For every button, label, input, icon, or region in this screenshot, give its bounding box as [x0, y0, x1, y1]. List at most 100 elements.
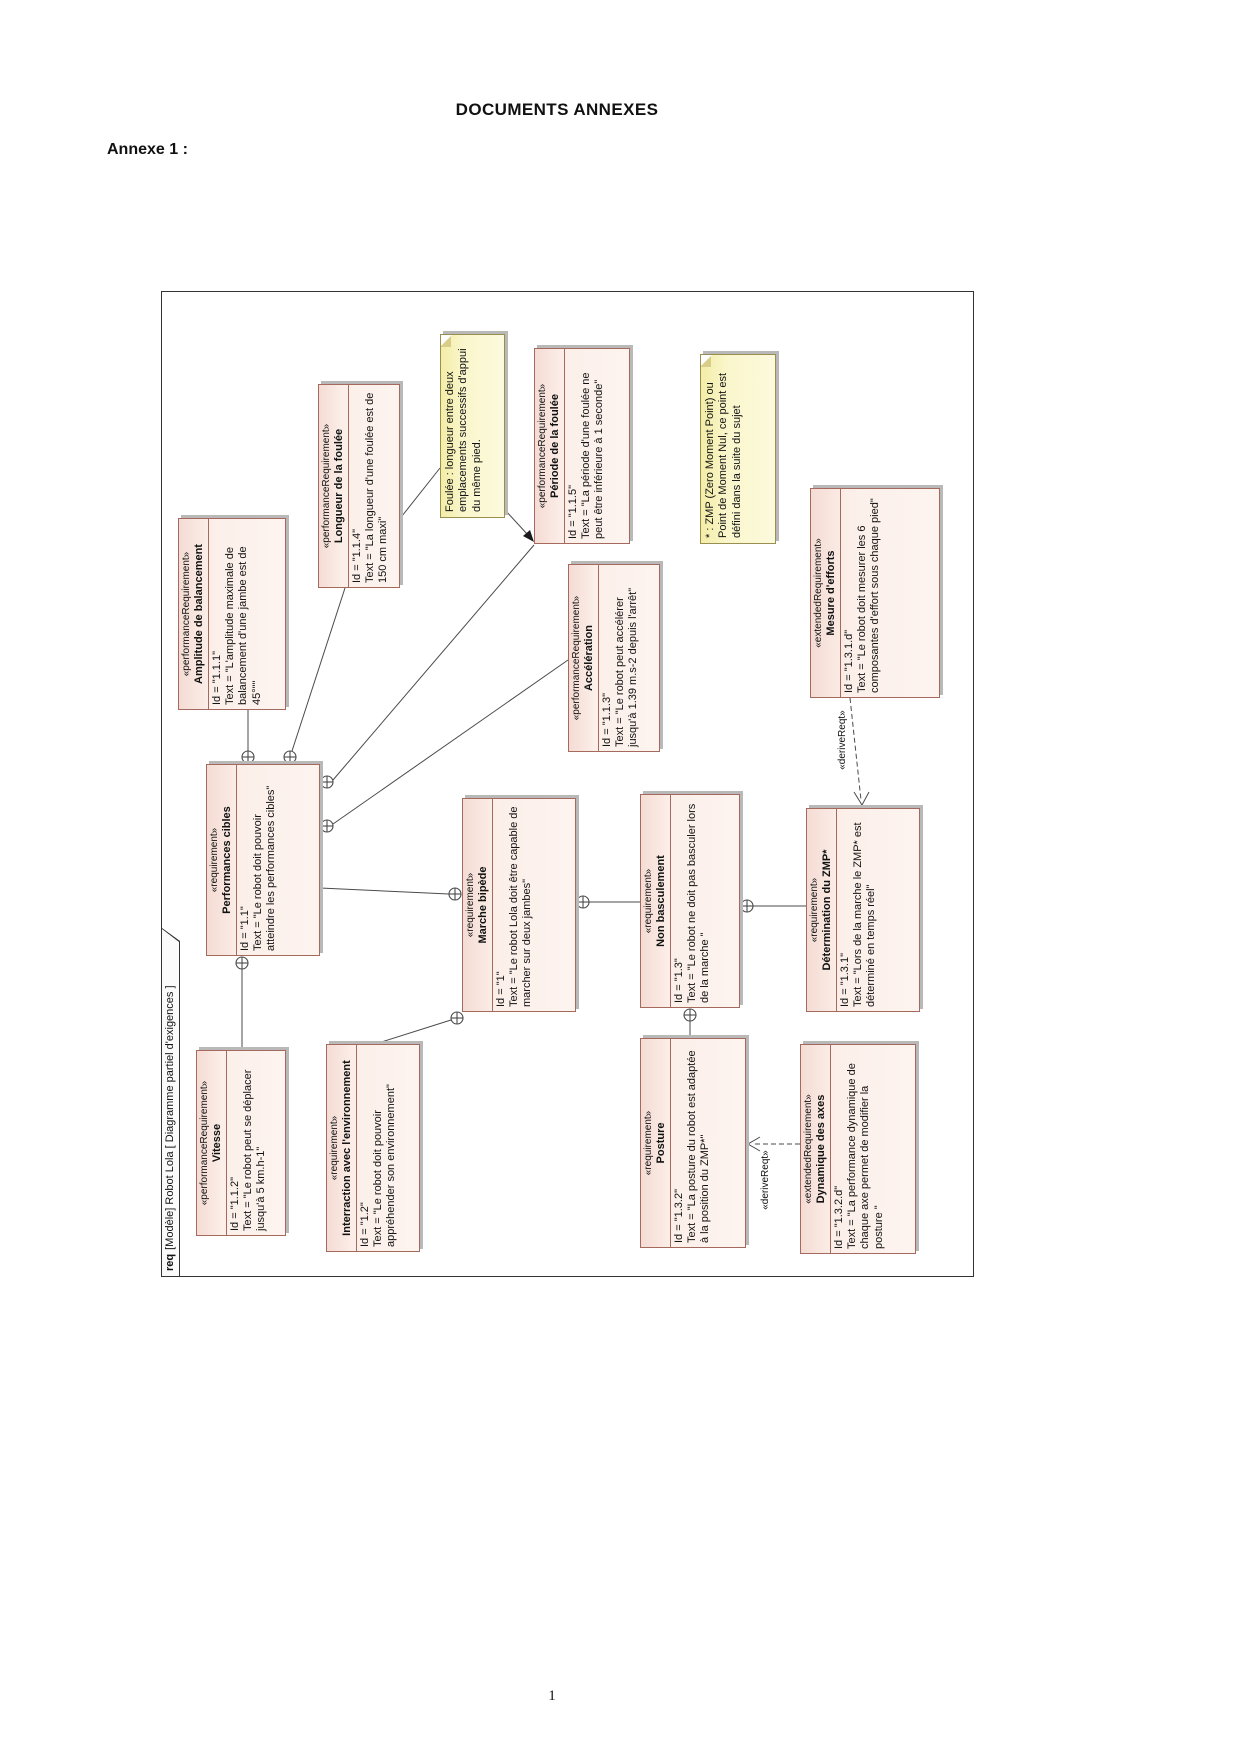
stereotype-label: «requirement»: [643, 868, 654, 934]
stereotype-label: «requirement»: [643, 1110, 654, 1176]
containment-circle-icon: [683, 1008, 697, 1022]
requirement-id: Id = "1.1.2": [228, 1177, 241, 1231]
requirement-name: Période de la foulée: [549, 394, 562, 498]
note-zmp: * : ZMP (Zero Moment Point) ou Point de …: [700, 354, 776, 544]
derive-reqt-label: «deriveReqt»: [760, 1150, 771, 1210]
containment-perf-acceleration: [332, 659, 569, 825]
annex-heading: Annexe 1 :: [107, 141, 188, 158]
requirement-body: Id = "1" Text = "Le robot Lola doit être…: [491, 799, 537, 1011]
requirement-body: Id = "1.3.2.d" Text = "La performance dy…: [829, 1045, 889, 1253]
requirement-non-basculement: «requirement» Non basculement Id = "1.3"…: [640, 794, 740, 1008]
note-anchor-longueur: [401, 467, 441, 517]
requirement-text: Text = "Le robot ne doit pas basculer lo…: [686, 803, 712, 1003]
stereotype-label: «requirement»: [809, 877, 820, 943]
requirement-name: Interraction avec l'environnement: [341, 1060, 354, 1236]
stereotype-label: «requirement»: [209, 827, 220, 893]
requirement-text: Text = "La longueur d'une foulée est de …: [364, 392, 390, 583]
derive-mesure-determination-line: [849, 697, 862, 801]
requirement-header: «extendedRequirement» Dynamique des axes: [801, 1045, 830, 1253]
stereotype-label: «performanceRequirement»: [571, 595, 582, 721]
requirement-header: «requirement» Interraction avec l'enviro…: [327, 1045, 356, 1251]
requirement-id: Id = "1.1.1": [210, 651, 223, 705]
containment-marche-perf: [319, 887, 450, 895]
requirement-text: Text = "Le robot Lola doit être capable …: [508, 806, 534, 1007]
requirement-name: Non basculement: [655, 855, 668, 947]
stereotype-label: «performanceRequirement»: [321, 423, 332, 549]
requirement-body: Id = "1.3.2" Text = "La posture du robot…: [669, 1039, 715, 1247]
requirement-header: «extendedRequirement» Mesure d'efforts: [811, 489, 840, 697]
requirement-name: Dynamique des axes: [815, 1094, 828, 1204]
requirement-body: Id = "1.1.2" Text = "Le robot peut se dé…: [225, 1051, 271, 1235]
requirement-body: Id = "1.2" Text = "Le robot doit pouvoir…: [355, 1045, 401, 1251]
requirement-performances-cibles: «requirement» Performances cibles Id = "…: [206, 764, 320, 956]
requirement-text: Text = "Le robot doit pouvoir atteindre …: [252, 785, 278, 951]
requirement-text: Text = "La performance dynamique de chaq…: [846, 1063, 885, 1249]
requirement-body: Id = "1.1.4" Text = "La longueur d'une f…: [347, 385, 393, 587]
note-anchor-arrowhead-icon: [523, 530, 534, 542]
derive-arrowhead-determination: [853, 791, 870, 807]
stereotype-label: «performanceRequirement»: [181, 551, 192, 677]
requirement-header: «performanceRequirement» Longueur de la …: [319, 385, 348, 587]
requirement-id: Id = "1.3.2": [672, 1189, 685, 1243]
requirement-name: Accélération: [583, 624, 596, 692]
note-text: Foulée : longueur entre deux emplacement…: [444, 348, 483, 512]
requirement-text: Text = "Le robot doit pouvoir appréhende…: [372, 1084, 398, 1247]
note-text: * : ZMP (Zero Moment Point) ou Point de …: [704, 372, 743, 538]
requirement-dynamique-axes: «extendedRequirement» Dynamique des axes…: [800, 1044, 916, 1254]
requirement-interraction-environnement: «requirement» Interraction avec l'enviro…: [326, 1044, 420, 1252]
requirement-header: «requirement» Marche bipède: [463, 799, 492, 1011]
requirement-body: Id = "1.1.5" Text = "La période d'une fo…: [563, 349, 609, 543]
diagram-frame: req [Modèle] Robot Lola [ Diagramme parti…: [161, 291, 974, 1277]
requirement-body: Id = "1.1.3" Text = "Le robot peut accél…: [597, 565, 643, 751]
page-number: 1: [548, 1688, 556, 1704]
requirement-text: Text = "Lors de la marche le ZMP* est dé…: [852, 822, 878, 1007]
requirement-body: Id = "1.3.1" Text = "Lors de la marche l…: [835, 809, 881, 1011]
containment-perf-periode: [332, 544, 535, 781]
requirement-text: Text = "Le robot peut se déplacer jusqu'…: [242, 1069, 268, 1231]
requirement-id: Id = "1.1": [238, 906, 251, 951]
requirement-name: Marche bipède: [477, 866, 490, 944]
requirement-text: Text = "La période d'une foulée ne peut …: [580, 372, 606, 539]
requirement-header: «requirement» Détermination du ZMP*: [807, 809, 836, 1011]
containment-circle-icon: [576, 895, 590, 909]
requirement-name: Détermination du ZMP*: [821, 849, 834, 971]
frame-label: req [Modèle] Robot Lola [ Diagramme parti…: [162, 929, 179, 1276]
requirement-name: Posture: [655, 1122, 668, 1164]
note-fold-icon: [440, 336, 451, 347]
requirement-header: «requirement» Performances cibles: [207, 765, 236, 955]
note-anchor-periode: [504, 509, 529, 536]
requirement-name: Vitesse: [211, 1123, 224, 1163]
requirements-diagram: req [Modèle] Robot Lola [ Diagramme parti…: [161, 291, 974, 1277]
containment-circle-icon: [235, 956, 249, 970]
requirement-acceleration: «performanceRequirement» Accélération Id…: [568, 564, 660, 752]
containment-circle-icon: [283, 750, 297, 764]
requirement-id: Id = "1.1.4": [350, 529, 363, 583]
containment-circle-icon: [450, 1011, 464, 1025]
frame-keyword: req: [164, 1253, 176, 1271]
requirement-id: Id = "1.3.2.d": [832, 1185, 845, 1249]
stereotype-label: «performanceRequirement»: [199, 1080, 210, 1206]
containment-circle-icon: [740, 899, 754, 913]
requirement-header: «performanceRequirement» Accélération: [569, 565, 598, 751]
requirement-header: «performanceRequirement» Période de la f…: [535, 349, 564, 543]
requirement-text: Text = "Le robot peut accélérer jusqu'à …: [614, 587, 640, 747]
requirement-name: Amplitude de balancement: [193, 544, 206, 684]
requirement-text: Text = "Le robot doit mesurer les 6 comp…: [856, 498, 882, 693]
requirement-body: Id = "1.1.1" Text = "L'amplitude maximal…: [207, 519, 267, 709]
requirement-mesure-efforts: «extendedRequirement» Mesure d'efforts I…: [810, 488, 940, 698]
containment-circle-icon: [241, 750, 255, 764]
requirement-body: Id = "1.3" Text = "Le robot ne doit pas …: [669, 795, 715, 1007]
requirement-text: Text = "La posture du robot est adaptée …: [686, 1050, 712, 1243]
containment-marche-interraction: [374, 1019, 452, 1045]
requirement-id: Id = "1.3.1": [838, 953, 851, 1007]
requirement-id: Id = "1.1.3": [600, 693, 613, 747]
note-foulee: Foulée : longueur entre deux emplacement…: [440, 334, 505, 518]
frame-label-text: [Modèle] Robot Lola [ Diagramme partiel …: [164, 985, 176, 1250]
requirement-name: Performances cibles: [221, 806, 234, 914]
requirement-id: Id = "1.2": [358, 1202, 371, 1247]
requirement-id: Id = "1.1.5": [566, 485, 579, 539]
requirement-posture: «requirement» Posture Id = "1.3.2" Text …: [640, 1038, 746, 1248]
stereotype-label: «performanceRequirement»: [537, 383, 548, 509]
containment-perf-longueur: [291, 587, 346, 752]
containment-circle-icon: [320, 819, 334, 833]
